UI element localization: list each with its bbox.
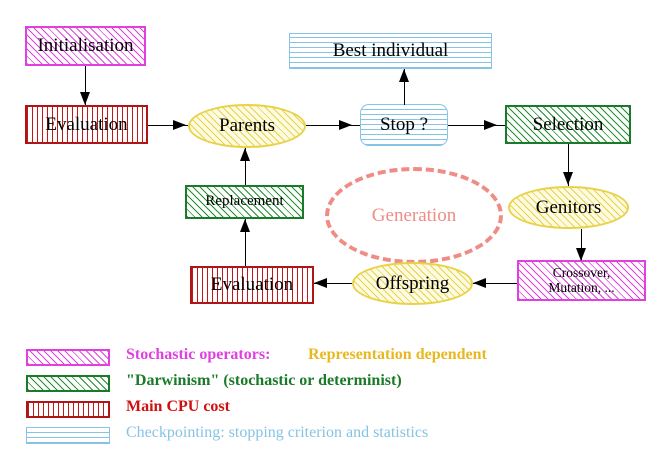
node-replacement[interactable]: Replacement [185, 185, 304, 219]
legend-swatch-green-diagonal-hatch [26, 375, 110, 392]
edge-parents-to-stop-arrow [339, 120, 352, 130]
edge-offspring-to-eval-line [314, 283, 352, 284]
node-replacement-label: Replacement [205, 193, 284, 210]
node-initialisation-label: Initialisation [37, 35, 134, 57]
legend-label-stochastic-operators: Stochastic operators: [126, 346, 271, 363]
node-generation-label: Generation [371, 204, 457, 226]
node-crossover-mutation[interactable]: Crossover, Mutation, ... [517, 260, 646, 301]
edge-selection-to-genitors-arrow [563, 172, 573, 185]
edge-init-to-eval-line [85, 66, 86, 105]
edge-eval-to-replacement-line [245, 219, 246, 266]
edge-offspring-to-eval-arrow [314, 278, 327, 288]
edge-eval-to-parents-line [148, 125, 188, 126]
edge-stop-to-best-arrow [399, 69, 409, 82]
node-crossover-line1: Crossover, [552, 265, 611, 281]
edge-parents-to-stop-line [306, 125, 360, 126]
legend: Stochastic operators: Representation dep… [0, 336, 662, 456]
node-initialisation[interactable]: Initialisation [25, 26, 146, 66]
legend-row-checkpointing: Checkpointing: stopping criterion and st… [0, 424, 662, 450]
legend-row-stochastic: Stochastic operators: Representation dep… [0, 346, 662, 372]
edge-stop-to-selection-arrow [484, 120, 497, 130]
legend-label-checkpointing: Checkpointing: stopping criterion and st… [126, 424, 429, 441]
legend-label-darwinism: "Darwinism" (stochastic or determinist) [126, 372, 402, 389]
edge-stop-to-selection-line [448, 125, 505, 126]
node-evaluation-bottom[interactable]: Evaluation [190, 266, 314, 304]
node-crossover-line2: Mutation, ... [548, 279, 615, 295]
legend-swatch-blue-horizontal-stripes [26, 427, 110, 444]
node-best-individual-label: Best individual [332, 40, 449, 62]
edge-genitors-to-crossover-line [581, 229, 582, 260]
legend-label-main-cpu-cost: Main CPU cost [126, 398, 230, 415]
node-stop[interactable]: Stop ? [360, 104, 448, 146]
node-selection[interactable]: Selection [505, 105, 631, 144]
legend-swatch-magenta-diagonal-hatch [26, 349, 110, 366]
edge-genitors-to-crossover-arrow [576, 248, 586, 261]
node-stop-label: Stop ? [379, 114, 429, 136]
node-generation: Generation [325, 167, 503, 264]
edge-replacement-to-parents-line [245, 148, 246, 185]
edge-init-to-eval-arrow [80, 92, 90, 105]
edge-crossover-to-offspring-arrow [473, 278, 486, 288]
legend-swatch-red-vertical-stripes [26, 401, 110, 418]
node-parents-label: Parents [219, 115, 275, 137]
node-evaluation-top[interactable]: Evaluation [25, 105, 148, 144]
node-offspring-label: Offspring [375, 272, 450, 294]
node-offspring[interactable]: Offspring [352, 262, 473, 305]
node-parents[interactable]: Parents [188, 104, 306, 148]
edge-stop-to-best-line [404, 69, 405, 105]
edge-replacement-to-parents-arrow [240, 148, 250, 161]
legend-row-darwinism: "Darwinism" (stochastic or determinist) [0, 372, 662, 398]
legend-label-representation-dependent: Representation dependent [308, 346, 487, 363]
node-evaluation-top-label: Evaluation [45, 113, 128, 135]
node-genitors-label: Genitors [535, 196, 602, 218]
node-selection-label: Selection [532, 113, 604, 135]
edge-eval-to-parents-arrow [173, 120, 186, 130]
node-best-individual[interactable]: Best individual [289, 33, 492, 69]
node-genitors[interactable]: Genitors [508, 186, 629, 229]
edge-eval-to-replacement-arrow [240, 219, 250, 232]
edge-selection-to-genitors-line [568, 144, 569, 186]
node-evaluation-bottom-label: Evaluation [210, 274, 294, 296]
legend-row-cpu-cost: Main CPU cost [0, 398, 662, 424]
edge-crossover-to-offspring-line [473, 283, 517, 284]
